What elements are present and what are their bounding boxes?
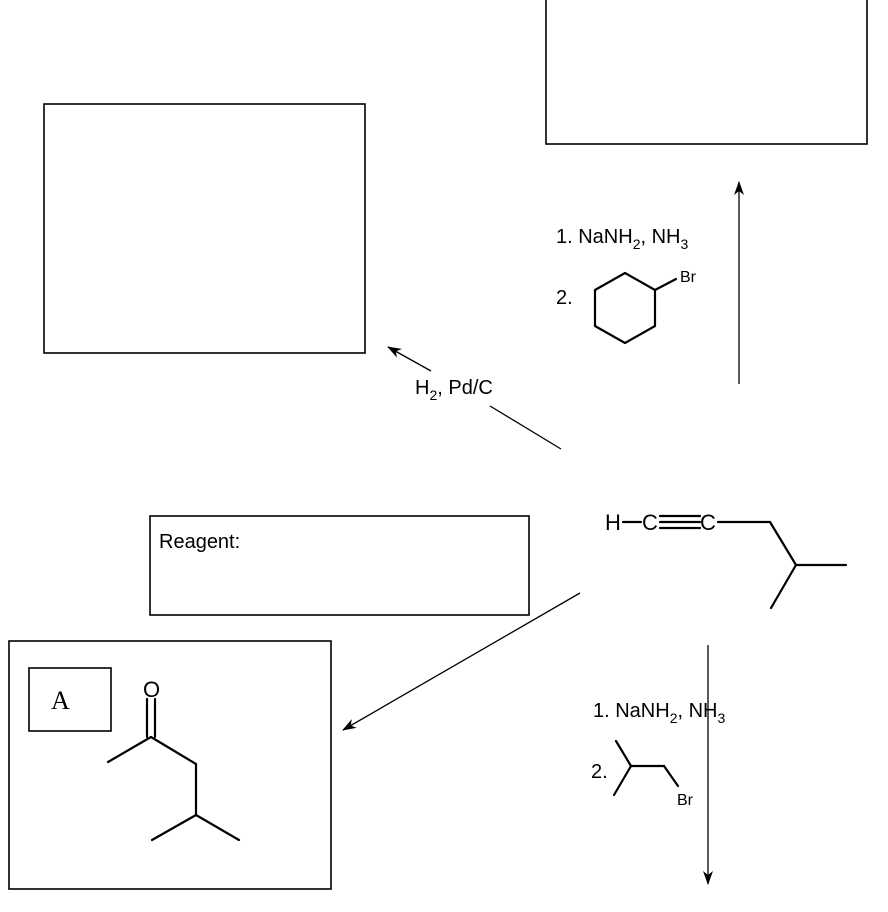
- arrow-hydrogenation-upper: [387, 346, 432, 372]
- starting-alkyne: H C C: [605, 510, 848, 610]
- reagent-label: Reagent:: [159, 531, 240, 553]
- down-br-label: Br: [677, 792, 694, 809]
- atom-h: H: [605, 510, 621, 535]
- arrow-to-product-a: [342, 592, 581, 731]
- atom-c1: C: [642, 510, 658, 535]
- oxygen-atom: O: [143, 677, 160, 702]
- up-step1: 1. NaNH2, NH3: [556, 226, 689, 252]
- product-box-a: [8, 640, 332, 890]
- answer-box-top-left[interactable]: [43, 103, 366, 354]
- reagent-box[interactable]: [149, 515, 530, 616]
- hydrogenation-reagent: H2, Pd/C: [415, 377, 493, 403]
- up-br-label: Br: [680, 269, 697, 286]
- cyclohexyl-bromide: Br: [593, 269, 697, 345]
- answer-box-top-right[interactable]: [545, 0, 868, 145]
- product-tag-label: A: [51, 686, 70, 715]
- up-step2-prefix: 2.: [556, 287, 573, 309]
- product-a-structure: O: [106, 677, 241, 842]
- atom-c2: C: [700, 510, 716, 535]
- arrow-hydrogenation-lower: [489, 405, 562, 450]
- down-step1: 1. NaNH2, NH3: [593, 700, 726, 726]
- product-tag-box: [28, 667, 112, 732]
- down-step2-prefix: 2.: [591, 761, 608, 783]
- isobutyl-bromide: Br: [612, 739, 694, 809]
